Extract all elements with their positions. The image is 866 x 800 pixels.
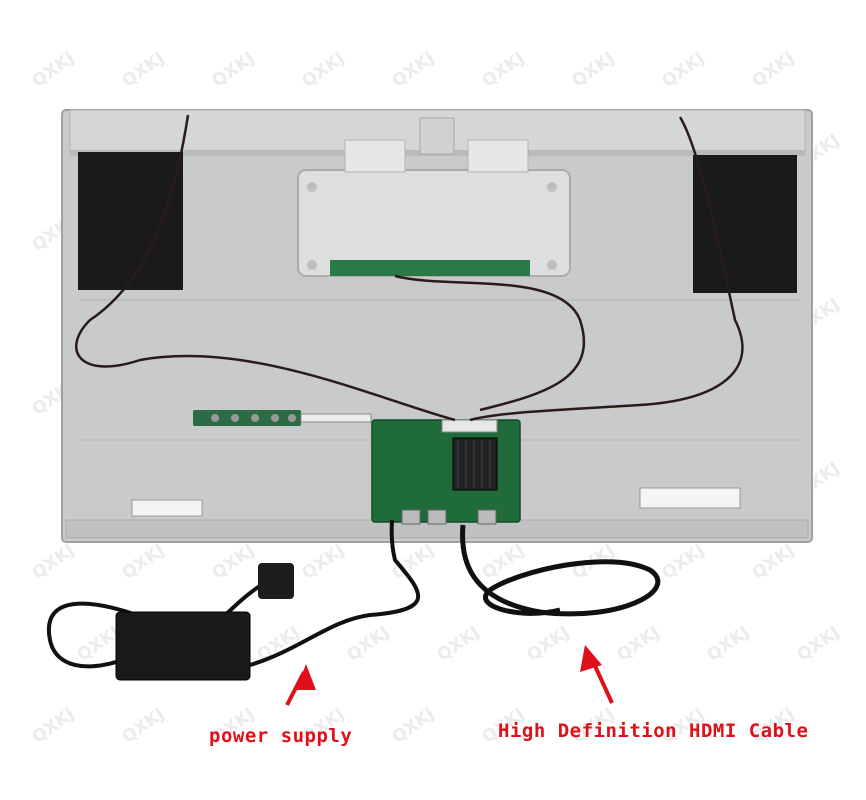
- panel-wiring: [75, 114, 744, 422]
- panel-label-right: [639, 487, 741, 509]
- key-board: [193, 410, 372, 426]
- insulation-tape-left: [78, 152, 183, 290]
- arrow-power-head: [296, 664, 316, 690]
- hdmi-cable: [460, 524, 661, 617]
- insulation-tape-right: [693, 155, 797, 293]
- power-adapter: [46, 563, 294, 681]
- dc-cable: [249, 519, 421, 667]
- arrow-hdmi-head: [580, 645, 602, 672]
- panel-label-left: [131, 499, 203, 517]
- driver-board: [371, 419, 521, 525]
- tcon-shield: [297, 117, 571, 277]
- caption-hdmi-cable: High Definition HDMI Cable: [498, 720, 809, 742]
- caption-power-supply: power supply: [209, 725, 353, 747]
